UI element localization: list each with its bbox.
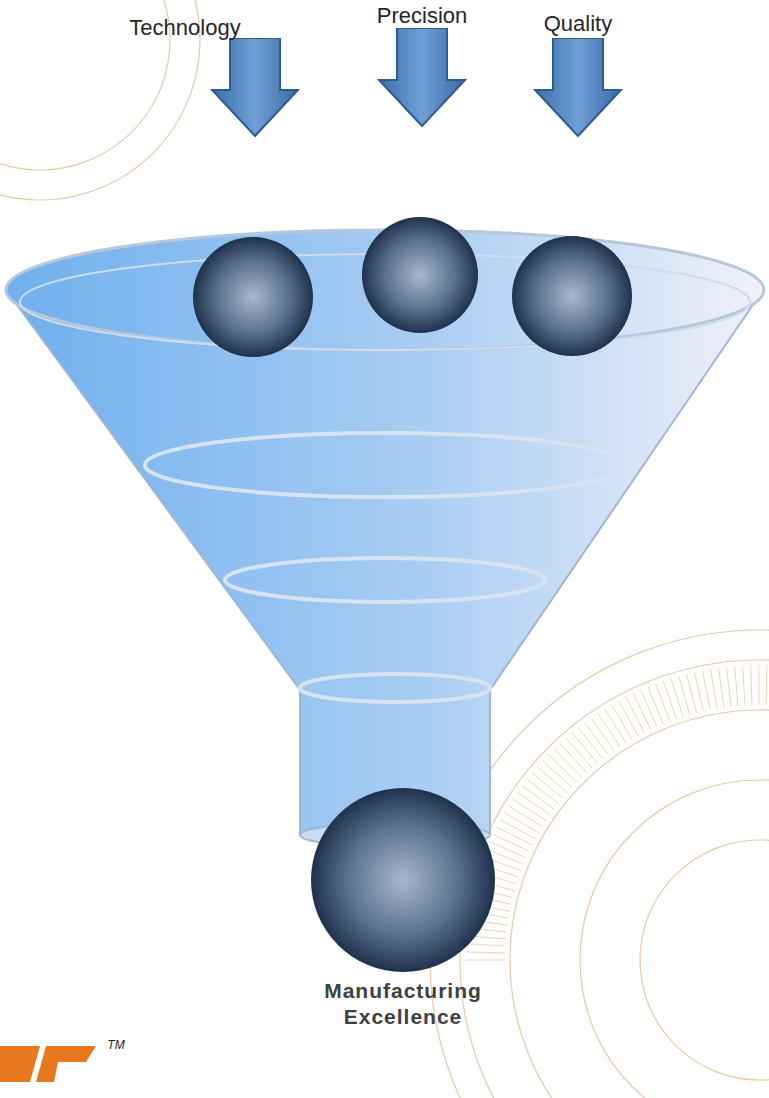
input-label: Technology — [129, 14, 240, 42]
gear-tooth — [513, 799, 547, 821]
gear-tooth — [591, 718, 614, 751]
gear-tooth — [493, 834, 529, 851]
gear-tooth — [626, 697, 644, 733]
gear-tooth — [497, 827, 533, 845]
funnel-ring — [300, 674, 490, 702]
gear-tooth — [633, 694, 650, 730]
gear-tooth — [641, 690, 657, 727]
gear-tooth — [504, 813, 539, 833]
gear-tooth — [656, 684, 670, 721]
gear-tooth — [490, 842, 527, 858]
gear-tooth — [598, 713, 620, 746]
company-logo — [0, 1046, 96, 1082]
gear-tooth — [718, 668, 724, 708]
gear-tooth — [619, 701, 638, 736]
gear-tooth — [695, 672, 704, 711]
gear-tooth — [605, 709, 626, 743]
gear-tooth — [465, 952, 505, 953]
gear-tooth — [465, 960, 505, 961]
funnel-ring — [225, 558, 545, 602]
trademark-mark: TM — [107, 1038, 124, 1053]
gear-tooth — [500, 820, 535, 839]
input-ball — [362, 217, 478, 333]
gear-tooth — [710, 669, 717, 708]
gear-tooth — [578, 728, 603, 760]
funnel-ring — [145, 433, 625, 497]
input-arrow — [379, 28, 465, 126]
gear-tooth — [743, 666, 745, 706]
input-label: Precision — [377, 2, 467, 30]
output-label: Manufacturing Excellence — [308, 978, 498, 1031]
input-label: Quality — [544, 10, 612, 38]
input-ball — [512, 236, 632, 356]
gear-tooth — [465, 944, 505, 946]
gear-tooth — [585, 723, 609, 755]
gear-tooth — [517, 792, 550, 815]
gear-tooth — [572, 733, 597, 764]
gear-tooth — [648, 687, 663, 724]
input-arrow — [212, 38, 298, 136]
gear-tooth — [735, 666, 738, 706]
gear-tooth — [527, 779, 559, 804]
funnel-body — [6, 290, 763, 835]
gear-tooth — [766, 665, 768, 705]
gear-tooth — [508, 806, 542, 827]
gear-tooth — [702, 671, 710, 710]
gear-tooth — [663, 681, 676, 719]
gear-tooth — [612, 705, 632, 740]
gear-teeth — [465, 665, 769, 960]
gear-tooth — [726, 667, 731, 707]
gear-tooth — [522, 786, 554, 810]
output-ball — [311, 788, 495, 972]
input-ball — [193, 237, 313, 357]
input-arrow — [535, 38, 621, 136]
gear-tooth — [758, 665, 759, 705]
gear-tooth — [751, 665, 752, 705]
gear-tooth — [687, 674, 697, 713]
